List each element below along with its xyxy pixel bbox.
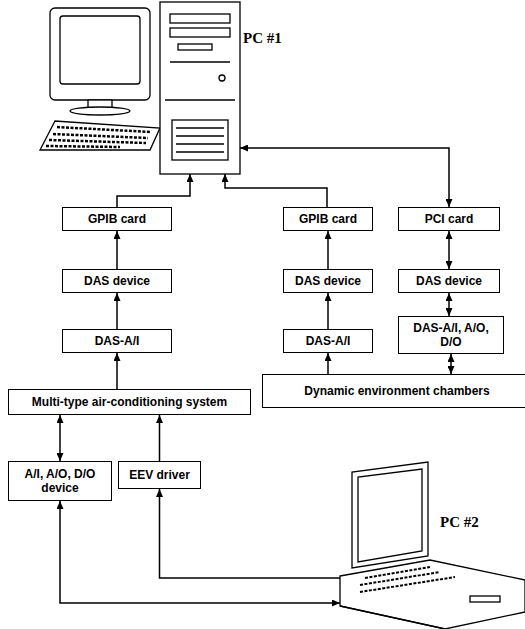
computer-label: PC #1 (243, 30, 282, 47)
monitor-screen (60, 16, 140, 84)
process-box: DAS device (398, 269, 500, 293)
box-label: DAS device (416, 274, 482, 288)
panel-line (170, 61, 230, 62)
monitor (50, 8, 150, 100)
connector-arrow (327, 231, 329, 269)
connector-arrow (448, 293, 450, 316)
floppy-slot (178, 44, 212, 50)
power-button (219, 75, 225, 81)
laptop-lid (352, 462, 428, 568)
connector-arrow (116, 353, 118, 389)
connector-arrow (327, 293, 329, 329)
laptop-base (340, 560, 525, 629)
process-box: DAS device (283, 269, 373, 293)
process-box: DAS-A/I (283, 329, 373, 353)
connector-arrow (448, 231, 450, 269)
connector-arrow (240, 148, 449, 207)
pc-tower (160, 2, 240, 174)
keyboard-keys (46, 127, 150, 147)
box-label: DAS-A/I (306, 334, 351, 348)
system-box: Multi-type air-conditioning system (8, 389, 251, 415)
computer-label: PC #2 (440, 514, 479, 531)
laptop-edge (340, 606, 445, 629)
connector-arrow (225, 174, 327, 207)
connector-arrow (116, 293, 118, 329)
box-label: DAS device (84, 274, 150, 288)
box-label: PCI card (425, 212, 474, 226)
connector-arrow (59, 415, 61, 461)
box-label: EEV driver (129, 468, 190, 482)
laptop-screen (358, 469, 422, 562)
box-label: DAS device (295, 274, 361, 288)
drive-bay (170, 28, 230, 37)
box-label: GPIB card (299, 212, 357, 226)
tower-vent (172, 120, 228, 160)
drive-bay (170, 14, 230, 23)
process-box: EEV driver (118, 461, 201, 489)
connector-arrow (159, 415, 161, 461)
connector-arrow (117, 174, 190, 207)
keyboard (40, 121, 160, 150)
process-box: DAS device (62, 269, 172, 293)
laptop-node: PC #2 (340, 462, 525, 629)
laptop-slot (470, 596, 500, 602)
connector-arrow (160, 489, 341, 578)
monitor-foot (70, 107, 130, 115)
box-label: DAS-A/I, A/O, D/O (403, 321, 499, 350)
process-box: A/I, A/O, D/O device (8, 461, 112, 501)
process-box: DAS-A/I (62, 329, 172, 353)
laptop-keys (360, 567, 455, 592)
box-label: DAS-A/I (95, 334, 140, 348)
box-label: GPIB card (88, 212, 146, 226)
box-label: Multi-type air-conditioning system (32, 395, 227, 409)
panel-line (165, 99, 235, 100)
system-box: Dynamic environment chambers (262, 374, 525, 408)
process-box: GPIB card (283, 207, 373, 231)
process-box: GPIB card (62, 207, 172, 231)
computer-node: PC #1 (40, 2, 240, 174)
process-box: DAS-A/I, A/O, D/O (398, 316, 504, 354)
box-label: A/I, A/O, D/O device (13, 467, 107, 496)
connector-arrow (327, 353, 329, 374)
connector-arrow (116, 231, 118, 269)
box-label: Dynamic environment chambers (304, 384, 489, 398)
connector-arrow (450, 354, 452, 374)
connector-arrow (60, 501, 340, 603)
process-box: PCI card (398, 207, 500, 231)
